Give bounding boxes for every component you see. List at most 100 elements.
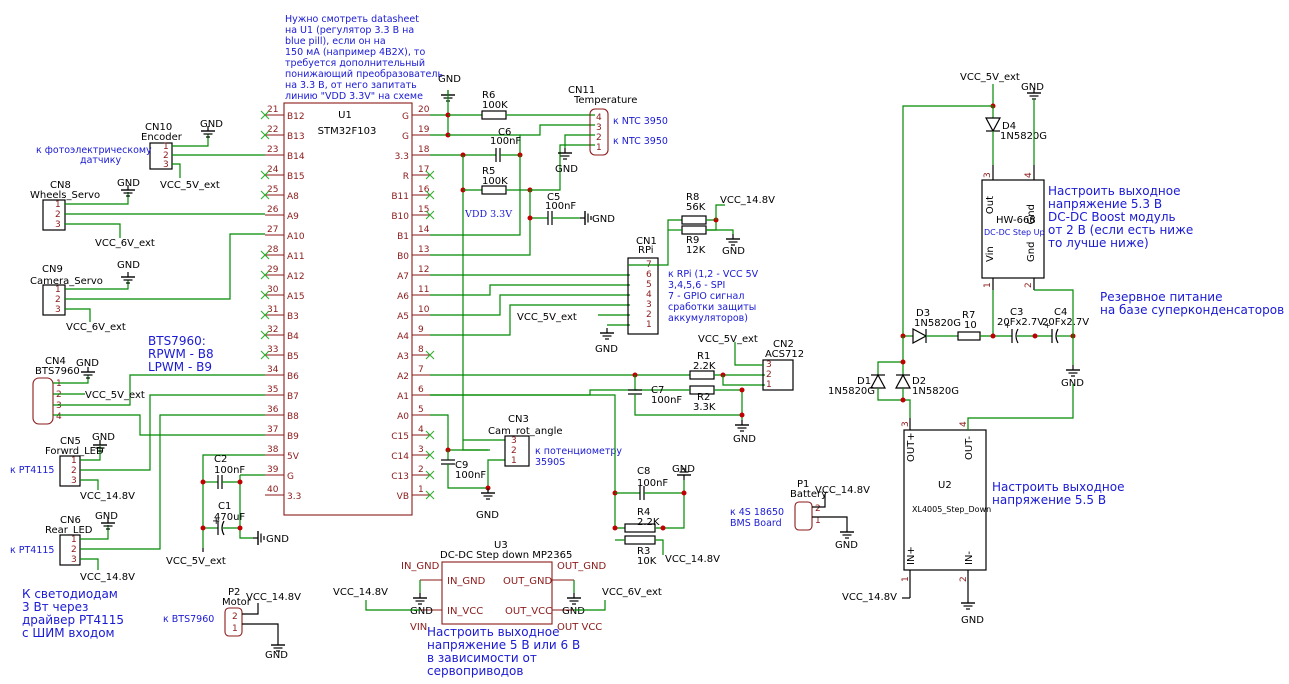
svg-text:1N5820G: 1N5820G xyxy=(828,386,875,397)
reserve-note: Резервное питание на базе суперконденсат… xyxy=(1100,290,1284,317)
svg-text:к потенциометру: к потенциометру xyxy=(535,446,622,457)
u3-stepdown-mp2365: U3 DC-DC Step down MP2365 IN_GND OUT_GND… xyxy=(333,540,662,678)
svg-text:на базе суперконденсаторов: на базе суперконденсаторов xyxy=(1100,303,1284,317)
svg-text:R7: R7 xyxy=(962,310,975,321)
svg-text:C3: C3 xyxy=(1010,307,1023,318)
u1-pin-label: A15 xyxy=(287,292,305,302)
u1-pin-number: 23 xyxy=(267,145,278,155)
svg-text:GND: GND xyxy=(722,246,745,257)
u1-pin-label: B7 xyxy=(287,392,299,402)
svg-text:напряжение 5.3 В: напряжение 5.3 В xyxy=(1048,197,1162,211)
svg-text:1N5820G: 1N5820G xyxy=(1000,131,1047,142)
u1-pin-label: C14 xyxy=(391,452,409,462)
u1-pin-label: 3.3 xyxy=(287,492,301,502)
u1-pin-number: 29 xyxy=(267,265,279,275)
svg-text:GND: GND xyxy=(835,540,858,551)
svg-text:к NTC 3950: к NTC 3950 xyxy=(613,136,668,147)
svg-text:1: 1 xyxy=(766,380,772,390)
svg-text:C7: C7 xyxy=(651,385,664,396)
u1-pin-number: 32 xyxy=(267,325,278,335)
svg-text:D4: D4 xyxy=(1002,121,1016,132)
svg-text:аккумуляторов): аккумуляторов) xyxy=(668,313,748,324)
svg-text:VCC_5V_ext: VCC_5V_ext xyxy=(160,180,220,191)
svg-text:R4: R4 xyxy=(637,507,650,518)
svg-text:VCC_14.8V: VCC_14.8V xyxy=(842,592,897,603)
svg-text:к BTS7960: к BTS7960 xyxy=(163,614,214,625)
u1-pin-number: 14 xyxy=(418,225,430,235)
u1-pin-label: B15 xyxy=(287,172,305,182)
svg-text:R2: R2 xyxy=(697,392,710,403)
u1-pin-label: A0 xyxy=(397,412,409,422)
svg-text:CN11: CN11 xyxy=(568,85,595,96)
svg-text:GND: GND xyxy=(76,358,99,369)
svg-text:C6: C6 xyxy=(498,127,511,138)
u1-pin-number: 33 xyxy=(267,345,278,355)
svg-text:IN_GND: IN_GND xyxy=(447,576,486,587)
svg-text:U2: U2 xyxy=(938,480,952,491)
u1-pin-label: A12 xyxy=(287,272,305,282)
u1-pin-label: B8 xyxy=(287,412,299,422)
u1-pin-label: G xyxy=(287,472,294,482)
u1-pin-label: C15 xyxy=(391,432,409,442)
svg-text:3: 3 xyxy=(901,421,911,427)
svg-text:2: 2 xyxy=(55,210,61,220)
c1-c2-caps: + GND C2 100nF C1 470uF VCC_5V_ext xyxy=(166,454,289,567)
svg-text:10K: 10K xyxy=(637,556,657,567)
svg-text:к NTC 3950: к NTC 3950 xyxy=(613,116,668,127)
u1-pin-number: 28 xyxy=(267,245,279,255)
svg-text:Настроить выходное: Настроить выходное xyxy=(427,625,559,639)
svg-text:требуется дополнительный: требуется дополнительный xyxy=(285,58,425,69)
svg-text:LPWM - B9: LPWM - B9 xyxy=(148,360,212,374)
svg-text:в зависимости от: в зависимости от xyxy=(427,651,537,665)
cn6-rear-led: CN6 Rear_LED 1 2 3 GND VCC_14.8V к PT411… xyxy=(10,414,265,583)
p1-battery: P1 Battery 2 1 VCC_14.8V GND к 4S 18650 … xyxy=(730,479,870,551)
u1-pin-number: 34 xyxy=(267,365,279,375)
svg-text:1: 1 xyxy=(815,516,821,526)
svg-text:OUT_GND: OUT_GND xyxy=(503,576,553,587)
u1-pin-number: 16 xyxy=(418,185,430,195)
svg-text:3: 3 xyxy=(596,123,602,133)
svg-text:К светодиодам: К светодиодам xyxy=(22,587,118,601)
cn5-forward-led: CN5 Forwrd_LED 1 2 3 GND VCC_14.8V к PT4… xyxy=(10,394,265,502)
u1-pin-number: 19 xyxy=(418,125,430,135)
u1-pin-label: B1 xyxy=(397,232,409,242)
svg-text:IN_GND: IN_GND xyxy=(401,561,440,572)
svg-text:VCC_14.8V: VCC_14.8V xyxy=(333,587,388,598)
svg-text:HW-668: HW-668 xyxy=(996,215,1036,226)
svg-text:D3: D3 xyxy=(916,308,930,319)
boost-note: Настроить выходное напряжение 5.3 В DC-D… xyxy=(1048,184,1193,250)
svg-text:100nF: 100nF xyxy=(214,465,245,476)
u1-pin-label: B13 xyxy=(287,132,305,142)
cn10-encoder: CN10 Encoder 1 2 3 GND VCC_5V_ext к фото… xyxy=(36,119,265,191)
stepdown-note: Настроить выходное напряжение 5.5 В xyxy=(992,480,1124,507)
u1-pin-number: 17 xyxy=(418,165,429,175)
svg-text:CN2: CN2 xyxy=(773,339,794,350)
u1-pin-label: A1 xyxy=(397,392,409,402)
svg-text:Temperature: Temperature xyxy=(573,95,637,106)
svg-text:CN3: CN3 xyxy=(508,414,529,425)
svg-text:1: 1 xyxy=(55,200,61,210)
svg-text:100K: 100K xyxy=(482,100,508,111)
u1-pin-number: 39 xyxy=(267,465,279,475)
svg-text:понижающий преобразователь: понижающий преобразователь xyxy=(285,69,443,80)
svg-text:56K: 56K xyxy=(686,202,706,213)
u1-pin-label: A4 xyxy=(397,332,409,342)
svg-text:C4: C4 xyxy=(1054,307,1067,318)
svg-text:1N5820G: 1N5820G xyxy=(912,386,959,397)
svg-text:4: 4 xyxy=(596,113,602,123)
u1-pin-number: 25 xyxy=(267,185,278,195)
svg-text:2: 2 xyxy=(55,295,61,305)
svg-text:CN10: CN10 xyxy=(145,122,172,133)
u1-pin-label: B12 xyxy=(287,112,305,122)
svg-text:100nF: 100nF xyxy=(637,478,668,489)
u1-pin-label: G xyxy=(402,112,409,122)
svg-text:RPWM - B8: RPWM - B8 xyxy=(148,347,214,361)
u1-pin-number: 31 xyxy=(267,305,278,315)
svg-text:к 4S 18650: к 4S 18650 xyxy=(730,507,784,518)
u1-pin-label: B9 xyxy=(287,432,299,442)
svg-text:на U1 (регулятор 3.3 В на: на U1 (регулятор 3.3 В на xyxy=(285,25,414,36)
svg-text:VCC_6V_ext: VCC_6V_ext xyxy=(66,322,126,333)
svg-text:100nF: 100nF xyxy=(490,136,521,147)
svg-text:2: 2 xyxy=(646,310,652,320)
